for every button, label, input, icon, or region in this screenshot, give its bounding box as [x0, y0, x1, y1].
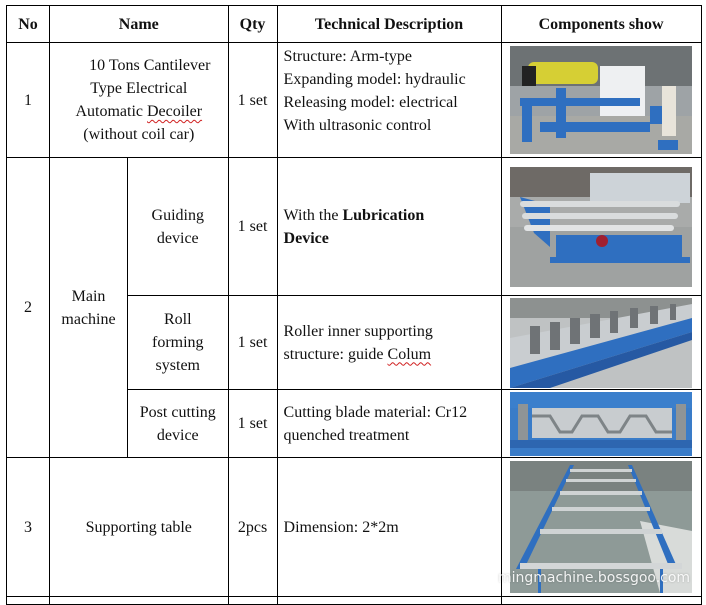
name-text: Automatic: [75, 103, 147, 120]
desc-text: structure: guide: [283, 345, 388, 363]
sub-item-name: Roll forming system: [127, 295, 229, 390]
row-number: 1: [6, 42, 50, 158]
guiding-device-photo: [510, 166, 693, 287]
spellcheck-word: Colum: [387, 345, 432, 363]
empty-cell: [227, 596, 278, 605]
component-image-cell: [500, 457, 702, 597]
empty-cell: [276, 596, 502, 605]
desc-line: Cutting blade material: Cr12: [283, 403, 468, 421]
item-qty: 1 set: [227, 42, 278, 158]
spellcheck-word: Decoiler: [147, 103, 203, 120]
roll-forming-photo: [510, 297, 693, 388]
supporting-table-photo-frame: [510, 461, 693, 593]
table-row-partial: [6, 596, 702, 605]
item-description: With the Lubrication Device: [276, 157, 502, 296]
desc-line: Structure: Arm-type: [283, 48, 412, 65]
item-qty: 1 set: [227, 157, 278, 296]
supporting-table-photo: [510, 461, 693, 593]
name-line: 10 Tons Cantilever: [89, 57, 211, 74]
table-row: 2 Main machine Guiding device 1 set With…: [6, 157, 702, 458]
desc-line: structure: guide Colum: [284, 343, 501, 366]
desc-line: Roller inner supporting: [283, 322, 433, 340]
empty-cell: [49, 596, 229, 605]
specification-table: No Name Qty Technical Description Compon…: [6, 5, 702, 605]
name-line: Type Electrical: [90, 80, 188, 97]
watermark: mingmachine.bossgoo.com: [498, 570, 691, 586]
item-description: Dimension: 2*2m: [276, 457, 502, 597]
item-qty: 1 set: [227, 389, 278, 458]
component-image-cell: [500, 295, 702, 390]
item-name: Supporting table: [49, 457, 229, 597]
decoiler-photo: [510, 46, 693, 154]
row-number: 3: [6, 457, 50, 597]
post-cutting-photo: [510, 391, 693, 456]
sub-item-name: Guiding device: [127, 157, 229, 296]
header-components: Components show: [500, 5, 702, 43]
component-image-cell: [500, 389, 702, 458]
desc-bold-text: Lubrication Device: [283, 206, 425, 247]
item-description: Cutting blade material: Cr12 quenched tr…: [276, 389, 502, 458]
sub-item-name: Post cutting device: [127, 389, 229, 458]
desc-line: Releasing model: electrical: [283, 94, 458, 111]
table-row: 1 10 Tons Cantilever Type Electrical Aut…: [6, 42, 702, 158]
empty-cell: [500, 596, 702, 605]
item-description: Roller inner supporting structure: guide…: [276, 295, 502, 390]
item-description: Structure: Arm-type Expanding model: hyd…: [276, 42, 502, 158]
desc-line: quenched treatment: [283, 426, 410, 444]
header-description: Technical Description: [276, 5, 502, 43]
desc-line: With ultrasonic control: [283, 117, 432, 134]
header-row: No Name Qty Technical Description Compon…: [6, 5, 702, 43]
header-no: No: [6, 5, 50, 43]
item-qty: 1 set: [227, 295, 278, 390]
group-name: Main machine: [49, 157, 128, 458]
name-line: Automatic Decoiler: [50, 100, 228, 123]
name-line: (without coil car): [83, 126, 195, 143]
component-image-cell: [500, 42, 702, 158]
table-row: 3 Supporting table 2pcs Dimension: 2*2m: [6, 457, 702, 597]
header-name: Name: [49, 5, 229, 43]
item-name: 10 Tons Cantilever Type Electrical Autom…: [49, 42, 229, 158]
table-row: Roll forming system 1 set Roller inner s…: [7, 295, 702, 390]
desc-text: With the: [283, 206, 343, 224]
item-qty: 2pcs: [227, 457, 278, 597]
empty-cell: [6, 596, 50, 605]
component-image-cell: [500, 157, 702, 296]
row-number: 2: [6, 157, 50, 458]
desc-line: Expanding model: hydraulic: [283, 71, 466, 88]
header-qty: Qty: [227, 5, 278, 43]
table-row: Post cutting device 1 set Cutting blade …: [7, 389, 702, 458]
